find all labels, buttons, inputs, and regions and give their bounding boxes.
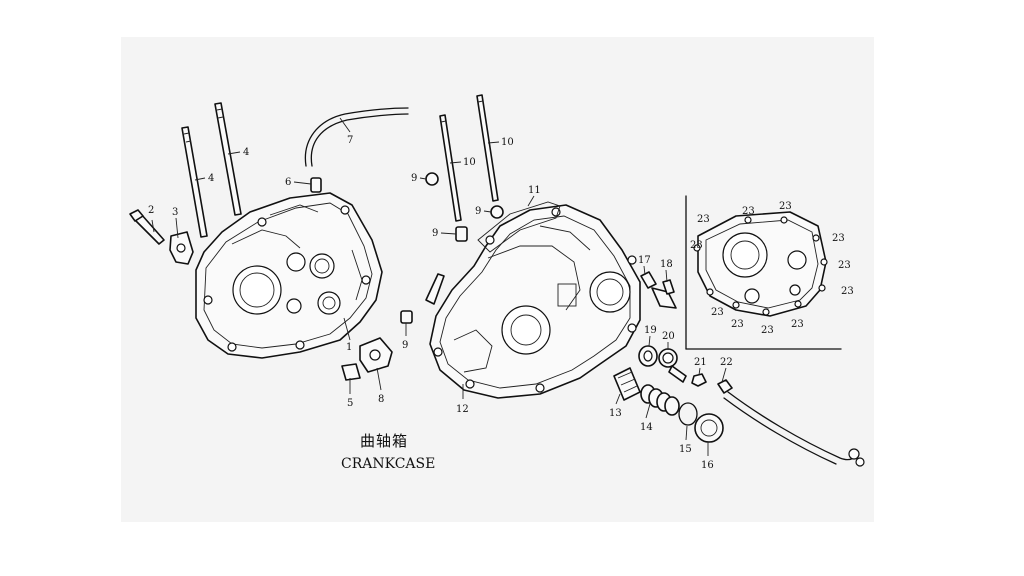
- callout-8: 8: [378, 394, 384, 405]
- callout-18: 18: [660, 259, 673, 270]
- drain-cap-part-16: [694, 413, 724, 443]
- stud-bolt-left-short: [181, 126, 208, 238]
- callout-1: 1: [346, 342, 352, 353]
- callout-3: 3: [172, 207, 178, 218]
- oil-pipe-part-22: [717, 379, 865, 467]
- callout-4-long-stud: 4: [243, 147, 249, 158]
- dowel-pin-9-d: [400, 310, 413, 324]
- leader-lines: [151, 117, 727, 456]
- callout-17: 17: [638, 255, 651, 266]
- callout-9-c: 9: [432, 228, 438, 239]
- stud-bolt-10-b: [476, 94, 499, 202]
- callout-23-a: 23: [697, 214, 710, 225]
- callout-14: 14: [640, 422, 653, 433]
- callout-23-e: 23: [838, 260, 851, 271]
- callout-5: 5: [347, 398, 353, 409]
- oil-filter-screen-part-13: [613, 367, 641, 401]
- bracket-part-3: [169, 231, 194, 265]
- callout-9-a: 9: [411, 173, 417, 184]
- callout-15: 15: [679, 444, 692, 455]
- bracket-left-of-right-half: [425, 273, 445, 305]
- callout-10-b: 10: [501, 137, 514, 148]
- callout-16: 16: [701, 460, 714, 471]
- right-crankcase-half: [429, 204, 641, 399]
- callout-23-f: 23: [841, 286, 854, 297]
- callout-9-b: 9: [475, 206, 481, 217]
- callout-22: 22: [720, 357, 733, 368]
- dowel-pin-9-a: [425, 172, 439, 186]
- callout-labels: 2 3 4 4 6 7 1 5 8 9 9 9 9 10 10 11 12 13…: [148, 135, 854, 471]
- plug-part-6: [310, 177, 322, 193]
- stud-bolt-10-a: [439, 114, 462, 222]
- bolt-part-2: [129, 209, 165, 245]
- caption-title-chinese: 曲轴箱: [360, 432, 409, 450]
- caption-title-english: CRANKCASE: [341, 456, 436, 472]
- callout-12: 12: [456, 404, 469, 415]
- bolt-part-18: [662, 279, 675, 295]
- callout-23-i: 23: [761, 325, 774, 336]
- callout-4-short-stud: 4: [208, 173, 214, 184]
- callout-11: 11: [528, 185, 541, 196]
- o-ring-part-15: [678, 402, 698, 426]
- left-crankcase-half: [195, 192, 383, 359]
- stud-bolt-left-long: [214, 102, 242, 216]
- block-part-8: [359, 337, 393, 373]
- callout-23-b: 23: [742, 206, 755, 217]
- seal-part-19: [638, 345, 658, 367]
- callout-23-h: 23: [731, 319, 744, 330]
- breather-hose-part-7: [304, 107, 409, 167]
- callout-23-j: 23: [791, 319, 804, 330]
- callout-23-c: 23: [779, 201, 792, 212]
- callout-20: 20: [662, 331, 675, 342]
- callout-10-a: 10: [463, 157, 476, 168]
- gasket-part-11: [477, 201, 561, 253]
- callout-23-d: 23: [832, 233, 845, 244]
- callout-19: 19: [644, 325, 657, 336]
- plate-part-17: [640, 271, 677, 309]
- callout-23-g: 23: [711, 307, 724, 318]
- nut-part-21: [691, 373, 707, 387]
- side-cover: [697, 211, 827, 317]
- spring-part-14: [640, 384, 680, 416]
- callout-2: 2: [148, 205, 154, 216]
- callout-6: 6: [285, 177, 291, 188]
- cover-bolts-23: [693, 216, 828, 316]
- dowel-pin-9-b: [490, 205, 504, 219]
- dowel-pin-9-c: [455, 226, 468, 242]
- callout-23-k: 23: [690, 240, 703, 251]
- washer-part-20: [658, 348, 687, 383]
- inset-frame: [685, 195, 842, 350]
- callout-7: 7: [347, 135, 353, 146]
- callout-21: 21: [694, 357, 707, 368]
- clamp-part-5: [341, 363, 361, 381]
- callout-9-d: 9: [402, 340, 408, 351]
- callout-13: 13: [609, 408, 622, 419]
